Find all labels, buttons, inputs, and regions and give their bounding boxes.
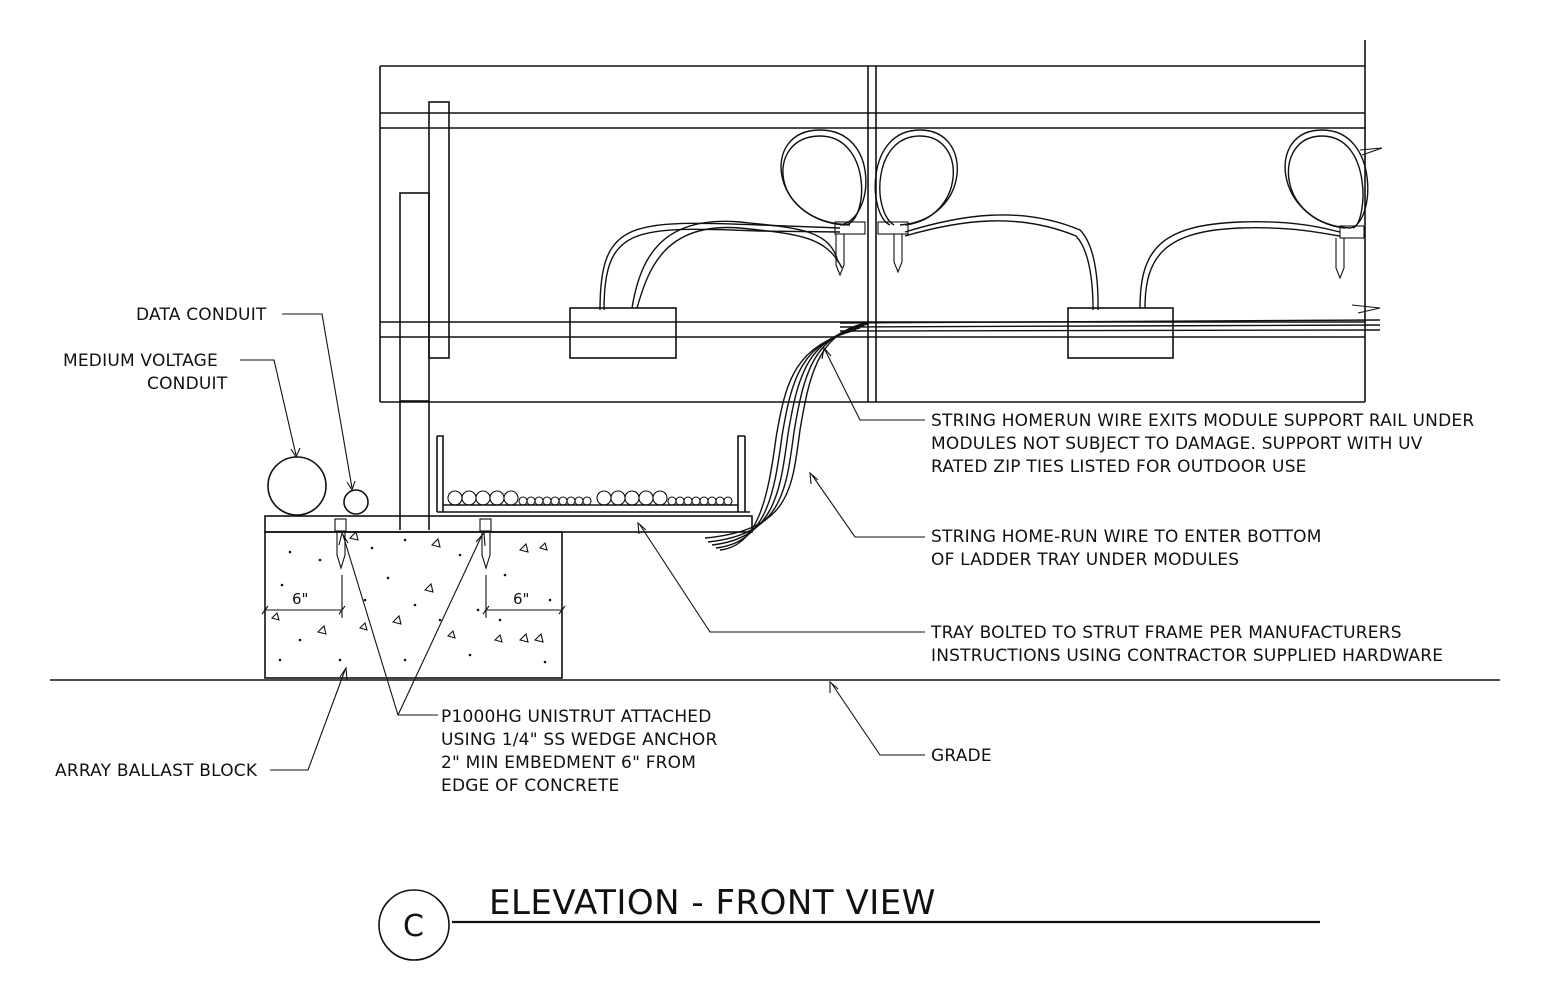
drawing-title: ELEVATION - FRONT VIEW xyxy=(489,883,936,923)
label-unistrut-4: EDGE OF CONCRETE xyxy=(441,776,619,796)
label-tray-bolted-1: TRAY BOLTED TO STRUT FRAME PER MANUFACTU… xyxy=(930,623,1402,643)
data-conduit xyxy=(343,489,369,515)
ladder-tray xyxy=(436,435,750,513)
label-mv-conduit-2: CONDUIT xyxy=(147,374,228,394)
label-mv-conduit-1: MEDIUM VOLTAGE xyxy=(63,351,218,371)
label-homerun-enter-1: STRING HOME-RUN WIRE TO ENTER BOTTOM xyxy=(931,527,1322,547)
module-wiring xyxy=(599,214,1341,311)
label-unistrut-3: 2" MIN EMBEDMENT 6" FROM xyxy=(441,753,696,773)
wedge-anchors xyxy=(334,518,492,570)
dimension-left: 6" xyxy=(292,590,308,608)
label-homerun-enter-2: OF LADDER TRAY UNDER MODULES xyxy=(931,550,1239,570)
junction-box-left xyxy=(569,307,677,359)
unistrut-channel xyxy=(264,515,753,533)
dimension-right: 6" xyxy=(513,590,529,608)
coiled-module-leads xyxy=(780,129,1369,229)
label-homerun-exit-1: STRING HOMERUN WIRE EXITS MODULE SUPPORT… xyxy=(931,411,1474,431)
detail-tag: C xyxy=(403,909,424,944)
medium-voltage-conduit xyxy=(267,456,327,516)
leader-lines xyxy=(240,313,925,771)
detail-tag-circle xyxy=(378,889,450,961)
label-homerun-exit-2: MODULES NOT SUBJECT TO DAMAGE. SUPPORT W… xyxy=(931,434,1423,454)
tray-cables xyxy=(447,490,733,506)
ballast-block xyxy=(264,530,563,679)
label-homerun-exit-3: RATED ZIP TIES LISTED FOR OUTDOOR USE xyxy=(931,457,1307,477)
label-grade: GRADE xyxy=(931,746,992,766)
label-unistrut-2: USING 1/4" SS WEDGE ANCHOR xyxy=(441,730,717,750)
label-unistrut-1: P1000HG UNISTRUT ATTACHED xyxy=(441,707,712,727)
dimension-lines xyxy=(261,575,566,618)
label-ballast-block: ARRAY BALLAST BLOCK xyxy=(55,761,258,781)
label-data-conduit: DATA CONDUIT xyxy=(136,305,267,325)
mc4-connectors xyxy=(834,221,1365,280)
junction-box-right xyxy=(1067,307,1174,359)
solar-module-frame xyxy=(379,40,1383,403)
vertical-support-post xyxy=(399,101,450,530)
label-tray-bolted-2: INSTRUCTIONS USING CONTRACTOR SUPPLIED H… xyxy=(931,646,1443,666)
